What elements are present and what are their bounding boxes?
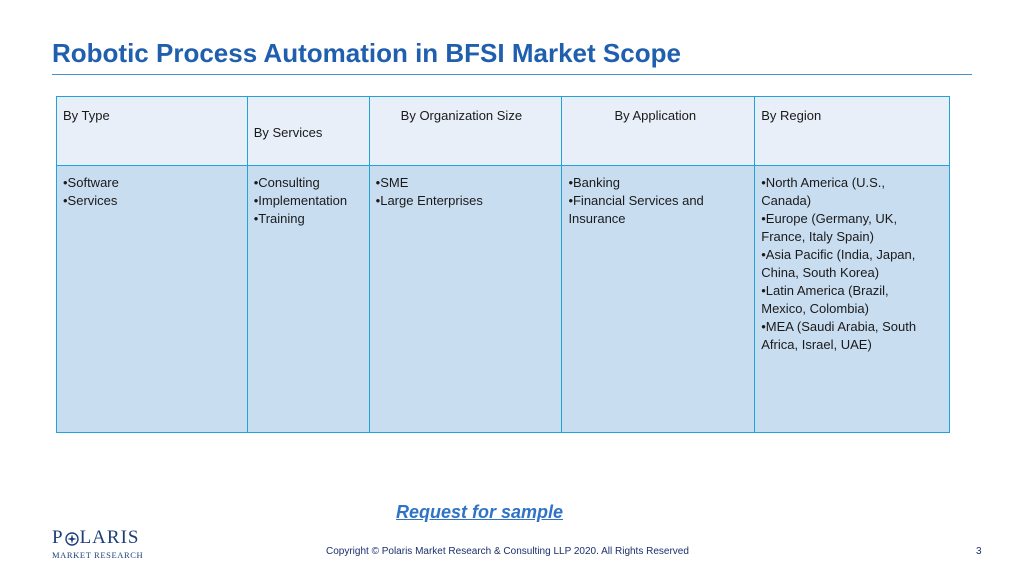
header-cell-application: By Application — [561, 96, 756, 166]
header-label: By Services — [253, 125, 323, 140]
list-item: •Asia Pacific (India, Japan, China, Sout… — [761, 247, 916, 280]
header-label: By Application — [614, 108, 697, 123]
list-item: •Software — [63, 175, 119, 190]
page-number: 3 — [976, 546, 982, 557]
list-item: •MEA (Saudi Arabia, South Africa, Israel… — [761, 319, 917, 352]
list-item: •SME — [375, 175, 409, 190]
copyright-text: Copyright © Polaris Market Research & Co… — [326, 546, 689, 557]
request-sample-link[interactable]: Request for sample — [396, 502, 564, 522]
list-item: •Implementation — [253, 193, 348, 208]
star-icon — [64, 531, 79, 546]
polaris-logo: P LARIS MARKET RESEARCH — [52, 527, 144, 564]
header-cell-type: By Type — [56, 96, 248, 166]
header-cell-region: By Region — [754, 96, 950, 166]
header-label: By Organization Size — [400, 108, 523, 123]
logo-text: P — [52, 527, 64, 548]
page-title: Robotic Process Automation in BFSI Marke… — [52, 38, 681, 68]
market-scope-table: By Type By Services By Organization Size… — [56, 96, 950, 433]
header-cell-services: By Services — [246, 96, 370, 166]
body-cell-application: •Banking •Financial Services and Insuran… — [561, 165, 756, 433]
list-item: •Consulting — [253, 175, 320, 190]
list-item: •North America (U.S., Canada) — [761, 175, 885, 208]
list-item: •Europe (Germany, UK, France, Italy Spai… — [761, 211, 898, 244]
header-label: By Region — [761, 108, 822, 123]
body-cell-region: •North America (U.S., Canada) •Europe (G… — [754, 165, 950, 433]
body-cell-type: •Software •Services — [56, 165, 248, 433]
list-item: •Large Enterprises — [375, 193, 483, 208]
table-body-row: •Software •Services •Consulting •Impleme… — [56, 165, 950, 433]
body-cell-services: •Consulting •Implementation •Training — [246, 165, 370, 433]
logo-wordmark: P LARIS — [52, 527, 138, 548]
list-item: •Banking — [568, 175, 620, 190]
logo-text: LARIS — [79, 527, 140, 548]
list-item: •Financial Services and Insurance — [568, 193, 704, 226]
list-item: •Services — [63, 193, 118, 208]
table-header-row: By Type By Services By Organization Size… — [56, 96, 950, 166]
list-item: •Latin America (Brazil, Mexico, Colombia… — [761, 283, 889, 316]
body-cell-organization-size: •SME •Large Enterprises — [368, 165, 563, 433]
header-label: By Type — [63, 108, 110, 123]
logo-subtitle: MARKET RESEARCH — [52, 550, 144, 560]
list-item: •Training — [253, 211, 305, 226]
title-divider — [52, 74, 972, 75]
header-cell-organization-size: By Organization Size — [368, 96, 563, 166]
